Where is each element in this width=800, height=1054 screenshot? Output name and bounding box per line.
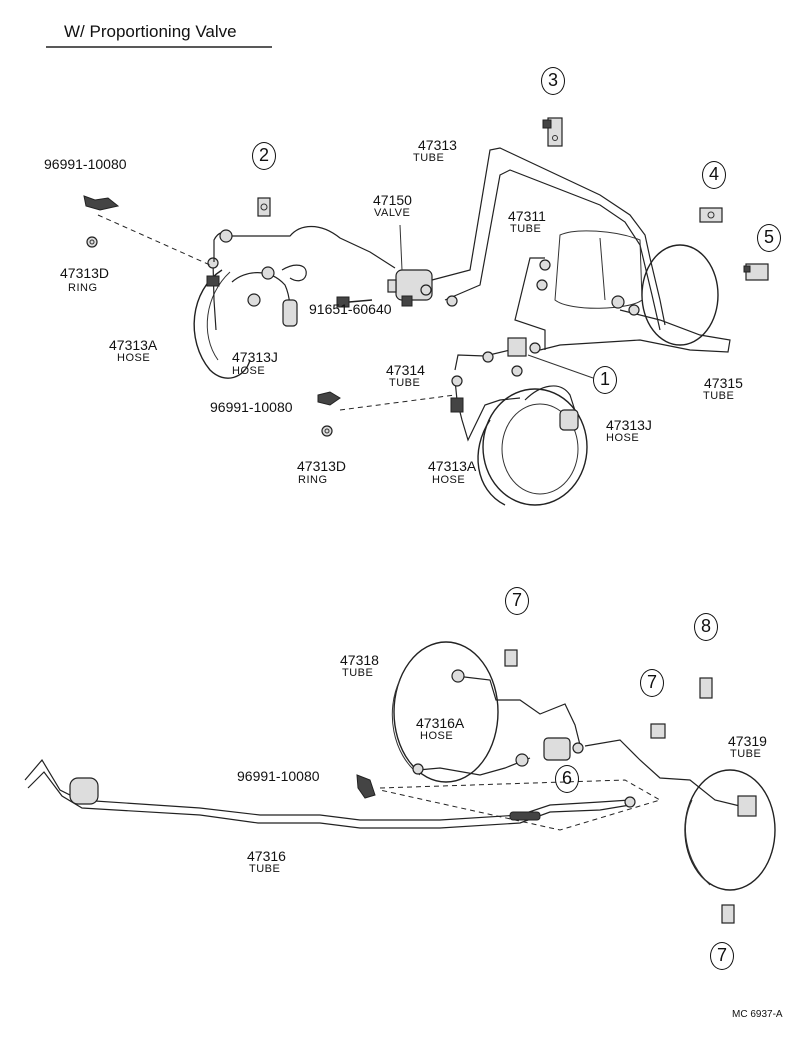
part-91651: 91651-60640 bbox=[309, 301, 392, 317]
right-rear-brake-drum bbox=[684, 769, 776, 891]
top-left-clip bbox=[83, 195, 120, 211]
part-47313J-left: 47313J bbox=[232, 349, 278, 365]
reference-code: MC 6937-A bbox=[732, 1009, 783, 1020]
part-47311-sub: TUBE bbox=[510, 223, 542, 235]
part-47313A-mid-sub: HOSE bbox=[432, 474, 466, 486]
clip-7-bottom bbox=[721, 904, 735, 924]
part-47313A-left-sub: HOSE bbox=[117, 352, 151, 364]
part-47316A-sub: HOSE bbox=[420, 730, 454, 742]
proportioning-valve bbox=[387, 269, 433, 307]
callout-4: 4 bbox=[702, 161, 726, 189]
part-47315-sub: TUBE bbox=[703, 390, 735, 402]
part-47316A: 47316A bbox=[416, 715, 465, 731]
left-rear-brake-drum bbox=[391, 641, 499, 783]
part-47313D-mid: 47313D bbox=[297, 458, 347, 474]
part-47311: 47311 bbox=[508, 208, 546, 224]
clip-8 bbox=[699, 677, 713, 699]
part-47150: 47150 bbox=[373, 192, 412, 208]
clip-7-mid bbox=[650, 723, 666, 739]
part-47150-sub: VALVE bbox=[374, 207, 411, 219]
callout-5: 5 bbox=[757, 224, 781, 252]
junction-block-1 bbox=[507, 337, 527, 377]
part-47313J-left-sub: HOSE bbox=[232, 365, 266, 377]
part-96991-bot: 96991-10080 bbox=[237, 768, 320, 784]
bottom-clip bbox=[356, 774, 376, 799]
part-47316: 47316 bbox=[247, 848, 286, 864]
bolt-91651 bbox=[336, 296, 373, 308]
left-front-brake-drum bbox=[193, 269, 251, 379]
junction-block-6 bbox=[543, 737, 584, 761]
part-47314: 47314 bbox=[386, 362, 425, 378]
part-47315: 47315 bbox=[704, 375, 743, 391]
callout-3: 3 bbox=[541, 67, 565, 95]
part-47313A-left: 47313A bbox=[109, 337, 158, 353]
part-47316-sub: TUBE bbox=[249, 863, 281, 875]
part-47313: 47313 bbox=[418, 137, 457, 153]
clip-4 bbox=[699, 207, 723, 223]
part-47314-sub: TUBE bbox=[389, 377, 421, 389]
part-47319-sub: TUBE bbox=[730, 748, 762, 760]
callout-6: 6 bbox=[555, 765, 579, 793]
right-front-brake-drum bbox=[477, 388, 588, 506]
callout-7-top: 7 bbox=[505, 587, 529, 615]
part-47313J-right-sub: HOSE bbox=[606, 432, 640, 444]
part-47313A-mid: 47313A bbox=[428, 458, 477, 474]
part-47319: 47319 bbox=[728, 733, 767, 749]
part-47313D-top: 47313D bbox=[60, 265, 110, 281]
callout-7-mid: 7 bbox=[640, 669, 664, 697]
clip-5 bbox=[743, 263, 769, 281]
clip-3 bbox=[542, 117, 563, 147]
callout-1: 1 bbox=[593, 366, 617, 394]
mid-clip bbox=[317, 391, 341, 406]
left-hose-assembly bbox=[206, 257, 307, 331]
callout-7-bottom: 7 bbox=[710, 942, 734, 970]
part-96991-mid: 96991-10080 bbox=[210, 399, 293, 415]
part-47313D-top-sub: RING bbox=[68, 282, 98, 294]
mid-ring bbox=[321, 425, 333, 437]
callout-2: 2 bbox=[252, 142, 276, 170]
clip-2 bbox=[257, 197, 271, 217]
part-47313D-mid-sub: RING bbox=[298, 474, 328, 486]
master-cylinder-booster bbox=[554, 230, 719, 346]
rear-proportioning-tee bbox=[69, 777, 99, 805]
diagram-title: W/ Proportioning Valve bbox=[64, 22, 237, 41]
top-left-ring bbox=[86, 236, 98, 248]
part-47313J-right: 47313J bbox=[606, 417, 652, 433]
part-47318-sub: TUBE bbox=[342, 667, 374, 679]
part-47318: 47318 bbox=[340, 652, 379, 668]
callout-8: 8 bbox=[694, 613, 718, 641]
part-96991-top: 96991-10080 bbox=[44, 156, 127, 172]
part-47313-sub: TUBE bbox=[413, 152, 445, 164]
